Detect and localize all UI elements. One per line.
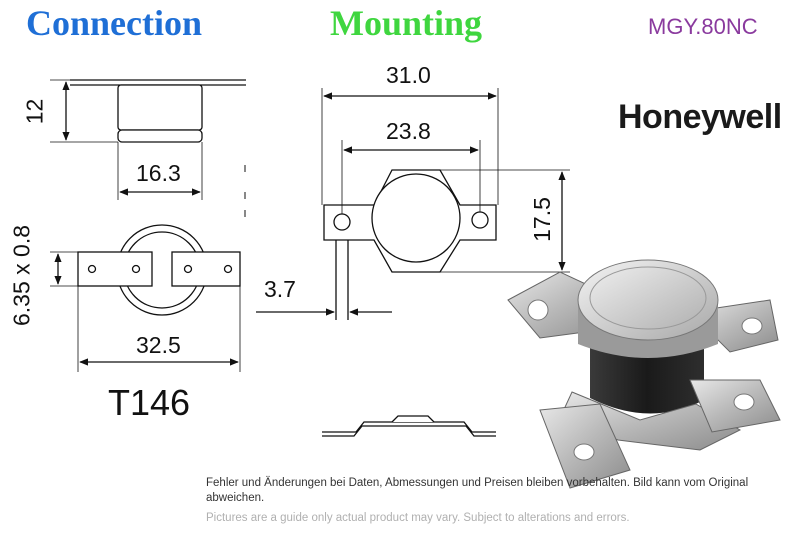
overall-length-label: 32.5: [136, 332, 181, 358]
disclaimer-german: Fehler und Änderungen bei Daten, Abmessu…: [206, 477, 749, 504]
disclaimer-english: Pictures are a guide only actual product…: [206, 512, 630, 524]
height-label: 12: [21, 98, 48, 125]
mounting-title: Mounting: [330, 3, 483, 43]
body-width-label: 16.3: [136, 160, 181, 186]
connection-side-view: [50, 79, 246, 200]
mounting-side-view: [322, 415, 496, 437]
mount-outer-label: 31.0: [386, 62, 431, 88]
brand-logo: Honeywell: [618, 98, 782, 136]
terminal-size-label: 6.35 x 0.8: [8, 224, 35, 327]
mount-inner-label: 23.8: [386, 118, 431, 144]
model-number: MGY.80NC: [648, 14, 758, 39]
mounting-top-view: [256, 88, 570, 320]
part-number: T146: [108, 382, 191, 423]
mount-height-label: 17.5: [528, 197, 555, 242]
connection-top-view: [50, 224, 241, 372]
hole-offset-label: 3.7: [264, 276, 296, 302]
product-photo: [507, 259, 781, 489]
connection-title: Connection: [26, 3, 203, 43]
